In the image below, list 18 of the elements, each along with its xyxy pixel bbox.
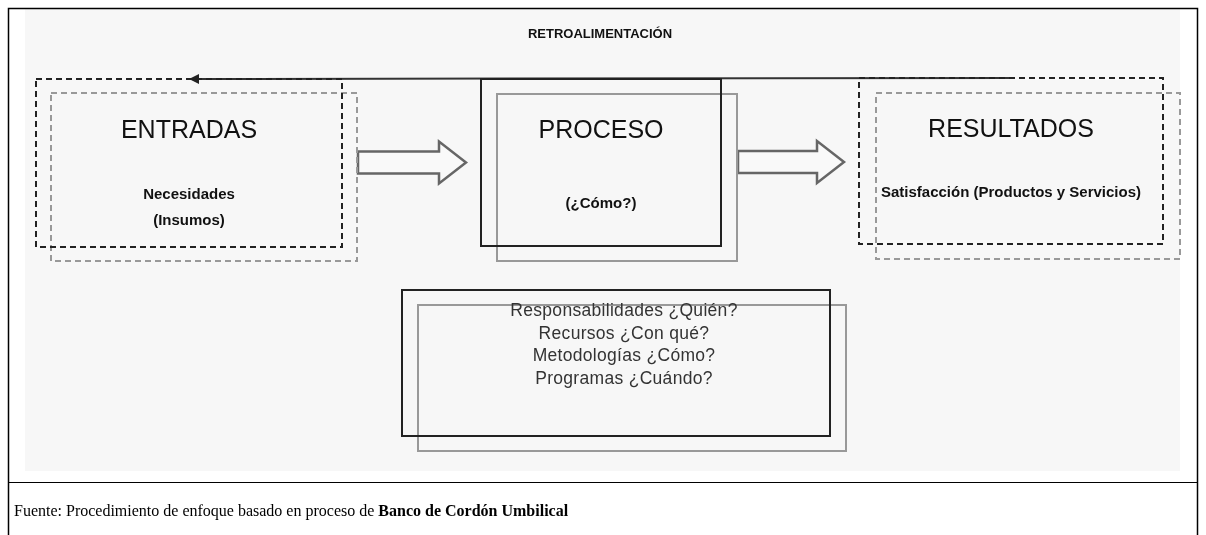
stage-description: (¿Cómo?) bbox=[564, 194, 638, 212]
dashed-stage-box bbox=[858, 77, 1181, 260]
stage-box bbox=[480, 78, 738, 262]
stage-title: RESULTADOS bbox=[927, 113, 1095, 143]
question-line: Recursos ¿Con qué? bbox=[537, 321, 711, 344]
question-line: Responsabilidades ¿Quién? bbox=[509, 299, 739, 322]
stage-description: Satisfacción (Productos y Servicios) bbox=[879, 182, 1143, 202]
block-arrow bbox=[356, 138, 469, 187]
question-line: Programas ¿Cuándo? bbox=[534, 366, 714, 389]
stage-box bbox=[401, 289, 847, 452]
block-arrow bbox=[736, 138, 847, 186]
stage-title: ENTRADAS bbox=[119, 114, 259, 144]
question-line: Metodologías ¿Cómo? bbox=[531, 344, 717, 367]
caption: Fuente: Procedimiento de enfoque basado en proceso de Banco de Cordón Umbilical bbox=[14, 502, 569, 520]
stage-title: PROCESO bbox=[537, 114, 665, 144]
dashed-stage-box bbox=[35, 78, 358, 262]
edge-label: RETROALIMENTACIÓN bbox=[526, 26, 674, 41]
stage-description: Necesidades (Insumos) bbox=[142, 184, 236, 230]
